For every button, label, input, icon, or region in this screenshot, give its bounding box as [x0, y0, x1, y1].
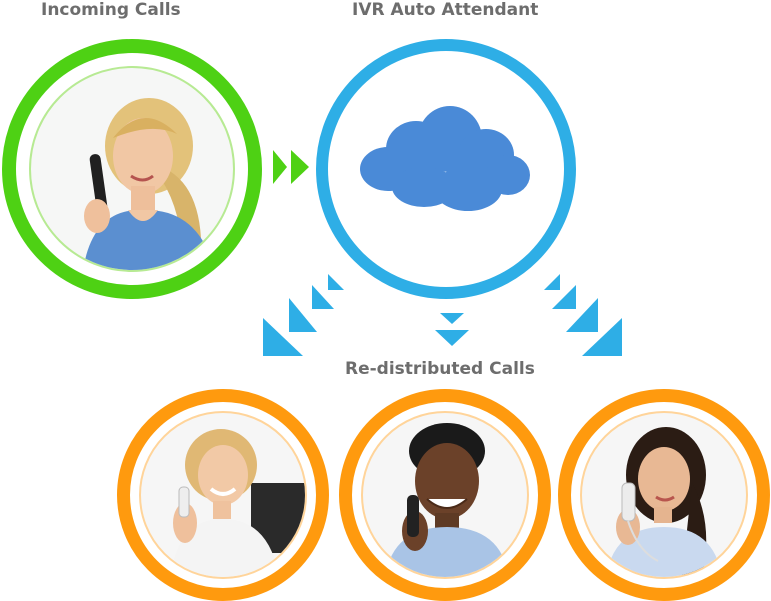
agent-3-photo	[580, 411, 748, 579]
man-on-phone-photo-icon	[385, 423, 509, 577]
ivr-auto-attendant-label: IVR Auto Attendant	[352, 0, 539, 20]
blue-arrow-down-left-icon	[263, 274, 344, 356]
incoming-caller-photo	[29, 66, 235, 272]
redistributed-calls-label: Re-distributed Calls	[345, 359, 535, 379]
agent-2-ring	[339, 389, 551, 601]
woman-on-phone-photo-icon	[171, 429, 305, 577]
green-arrow-icon	[273, 150, 309, 184]
cloud-icon	[360, 106, 530, 211]
blue-arrow-down-right-icon	[544, 274, 622, 356]
incoming-calls-label: Incoming Calls	[41, 0, 181, 20]
woman-on-phone-photo-icon	[606, 427, 722, 577]
agent-1-photo	[139, 411, 307, 579]
blue-arrow-down-icon	[435, 313, 469, 346]
agent-2-photo	[361, 411, 529, 579]
woman-on-phone-photo-icon	[83, 98, 215, 270]
